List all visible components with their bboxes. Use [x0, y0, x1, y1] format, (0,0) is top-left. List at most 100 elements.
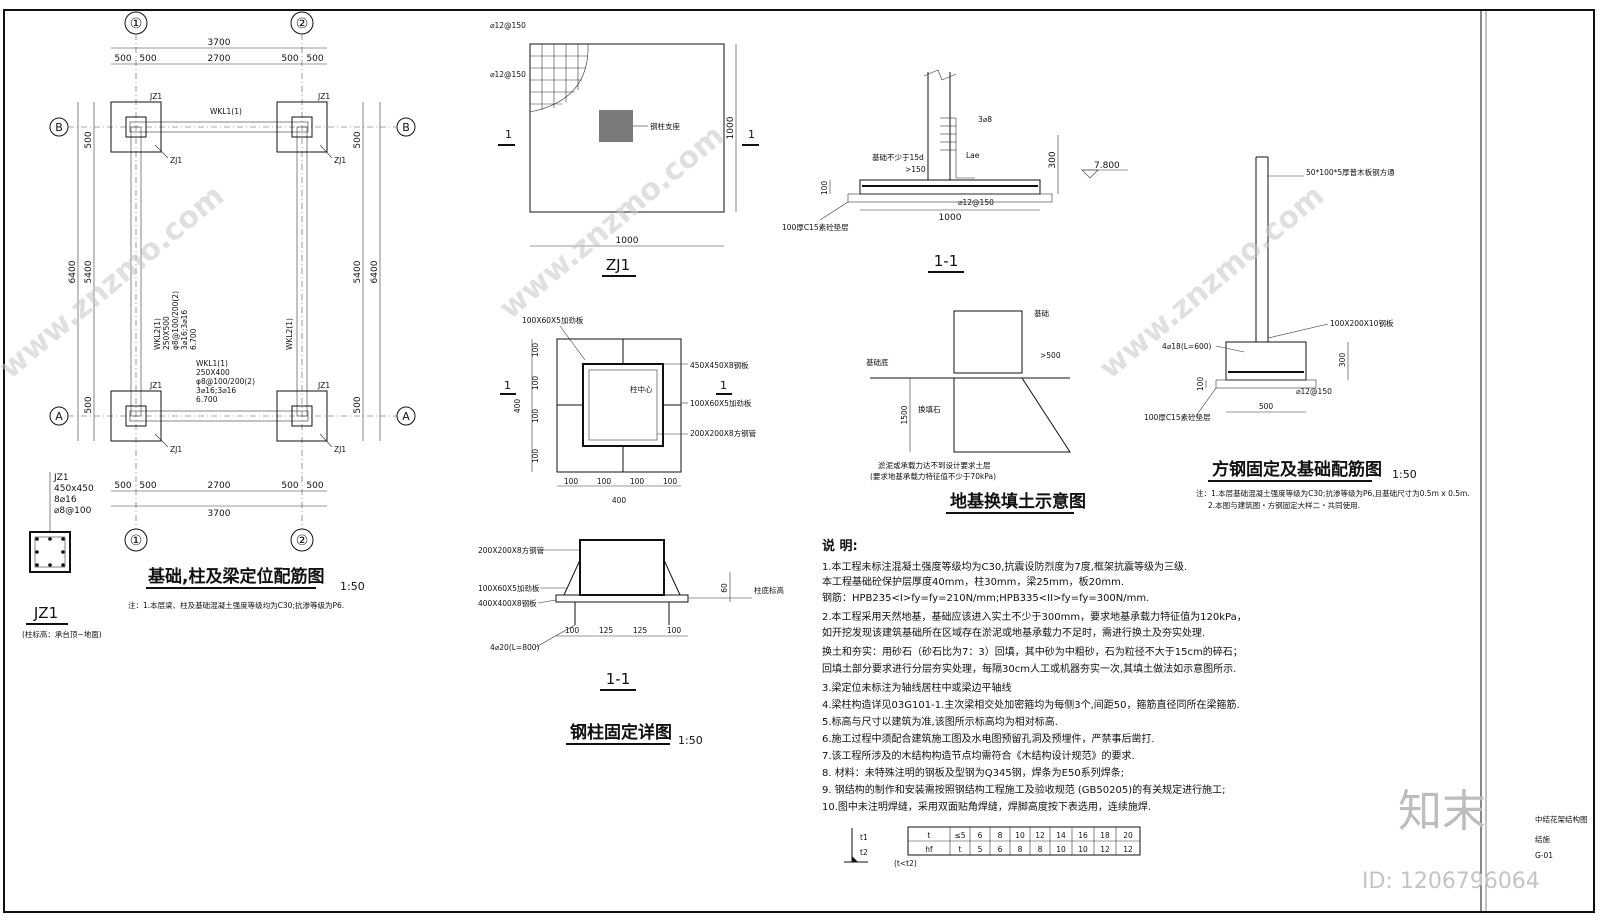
- column-stirrups: [940, 117, 975, 179]
- weld-cell-r2-c5: 8: [1038, 845, 1043, 854]
- steel-title: 钢柱固定详图: [570, 722, 672, 743]
- axis-label-1-bottom: ①: [130, 533, 143, 549]
- square-label-plate: 100X200X10钢板: [1330, 318, 1394, 328]
- jz1-bar-5: [61, 550, 65, 554]
- square-tube-inner: [588, 369, 658, 441]
- weld-cell-r1-c0: t: [928, 831, 931, 840]
- steel-column-section: 200X200X8方钢管 100X60X5加劲板 400X400X8钢板 柱底标…: [478, 539, 784, 747]
- steel-leader-bolts: [535, 624, 576, 648]
- notes-line-7: 回填土部分要求进行分层夯实处理，每隔30cm人工或机器夯实一次,其填土做法如示意…: [822, 662, 1236, 675]
- jz1-section: JZ1 450x450 8⌀16 ⌀8@100 JZ1 (柱标高：承台顶~地面): [22, 472, 102, 639]
- jz1-bar-6: [35, 563, 39, 567]
- notes-heading: 说 明:: [822, 538, 858, 554]
- weld-table: t1 t2 (t<t2) t ≤5 6 8 10 12 14 16 18 20 …: [844, 826, 1141, 868]
- beam-note-wkl2: WKL2(1) 250X500 φ8@100/200(2) 3⌀16;3⌀16 …: [153, 291, 198, 350]
- soil-title: 地基换填土示意图: [950, 491, 1086, 512]
- soil-note-1: 淤泥或承载力达不到设计要求土层: [878, 460, 991, 470]
- notes-line-1: 1.本工程未标注混凝土强度等级均为C30,抗震设防烈度为7度,框架抗震等级为三级…: [822, 560, 1187, 573]
- steel-dim-h-3: 125: [633, 626, 648, 635]
- footing-a1: [110, 390, 162, 442]
- plate-dim-v-2: 100: [531, 376, 540, 391]
- soil-label-500: >500: [1040, 351, 1061, 360]
- square-dim-500: 500: [1259, 402, 1274, 411]
- weld-cell-r2-c0: hf: [925, 845, 933, 854]
- footing-a2: [276, 390, 328, 442]
- beam-note-wkl1-line-4: 3⌀16;3⌀16: [196, 386, 236, 395]
- steel-base-plate-plan: 100X60X5加劲板 450X450X8钢板 100X60X5加劲板 200X…: [500, 315, 757, 505]
- zj1-support-label: 钢柱支座: [650, 121, 680, 131]
- beam-b: [129, 121, 309, 133]
- jz1-bar-7: [48, 563, 52, 567]
- label-zj1-a1: ZJ1: [170, 445, 182, 454]
- label-jz1-b1: JZ1: [149, 92, 162, 101]
- watermark-3: www.znzmo.com: [1093, 178, 1331, 386]
- beam-note-wkl1: WKL1(1) 250X400 φ8@100/200(2) 3⌀16;3⌀16 …: [196, 359, 255, 404]
- dim-bottom-500-c: 500: [281, 481, 298, 491]
- weld-cell-r1-c3: 8: [998, 831, 1003, 840]
- weld-sketch-fillet: [852, 856, 858, 862]
- notes-line-8: 3.梁定位未标注为轴线居柱中或梁边平轴线: [822, 681, 1012, 694]
- jz1-bar-1: [35, 537, 39, 541]
- dim-right-500-bottom: 500: [353, 396, 363, 413]
- notes-line-14: 9. 钢结构的制作和安装需按照钢结构工程施工及验收规范 (GB50205)的有关…: [822, 783, 1226, 796]
- weld-cell-r2-c6: 10: [1056, 845, 1066, 854]
- stiffener-elevation-left: [563, 559, 581, 596]
- footing-b1: [110, 101, 162, 153]
- column-b2: [291, 116, 313, 138]
- weld-cell-r2-c7: 10: [1078, 845, 1088, 854]
- column-a1: [125, 405, 147, 427]
- square-note-1: 注：1.本层基础混凝土强度等级为C30;抗渗等级为P6,且基础尺寸为0.5m x…: [1196, 488, 1470, 498]
- foundation-section-1-1: 3⌀8 基础不少于15d >150 Lae ⌀12@150 100厚C15素砼垫…: [782, 69, 1128, 273]
- beam-axis-2: [296, 126, 308, 417]
- square-dim-300: 300: [1338, 353, 1347, 368]
- square-leader-plate: [1267, 323, 1329, 339]
- plate-dim-h-total: 400: [612, 496, 627, 505]
- dim-bottom-500-a: 500: [114, 481, 131, 491]
- sec11-label-150: >150: [905, 165, 926, 174]
- zj1-caption: ZJ1: [606, 256, 630, 274]
- weld-cell-r2-c9: 12: [1123, 845, 1133, 854]
- lean-concrete-layer: [847, 193, 1053, 203]
- sec11-elevation: 7.800: [1094, 161, 1120, 171]
- label-jz1-a1: JZ1: [149, 381, 162, 390]
- plate-label-center: 柱中心: [630, 384, 653, 394]
- beam-note-wkl1-line-3: φ8@100/200(2): [196, 377, 255, 386]
- axis-label-2-top: ②: [296, 16, 309, 32]
- axis-label-2-bottom: ②: [296, 533, 309, 549]
- sheet-border: [3, 9, 1595, 913]
- plate-dim-h-2: 100: [597, 477, 612, 486]
- dim-left-6400: 6400: [68, 260, 78, 283]
- square-leader-bolts: [1215, 345, 1245, 353]
- plate-label-baseplate: 450X450X8钢板: [690, 360, 749, 370]
- sec11-leader-cushion: [819, 201, 849, 221]
- beam-note-wkl2-line-5: 6.700: [189, 328, 198, 350]
- notes-line-13: 8. 材料：未特殊注明的钢板及型钢为Q345钢，焊条为E50系列焊条;: [822, 766, 1124, 779]
- watermark-1: www.znzmo.com: [0, 178, 231, 386]
- sec11-label-rebar: ⌀12@150: [958, 198, 994, 207]
- jz1-caption: JZ1: [33, 604, 58, 622]
- soil-fill-region: [953, 377, 1071, 453]
- beam-axis-1: [130, 126, 142, 417]
- zj1-section-mark-left: 1: [505, 128, 512, 141]
- title-block-number: G-01: [1535, 851, 1553, 860]
- dim-left-5400: 5400: [84, 260, 94, 283]
- steel-label-bolts: 4⌀20(L=800): [490, 643, 540, 652]
- sec11-label-anchor: 基础不少于15d: [872, 152, 924, 162]
- zj1-rebar-break-arc: [529, 43, 589, 113]
- beam-note-wkl2-line-2: 250X500: [162, 316, 171, 350]
- weld-cell-r1-c4: 10: [1015, 831, 1025, 840]
- square-tube-outer: [582, 363, 664, 447]
- dim-left-500-bottom: 500: [84, 396, 94, 413]
- plate-label-stiffener-right: 100X60X5加劲板: [690, 398, 752, 408]
- jz1-outline: [29, 531, 71, 573]
- beam-note-wkl2-line-4: 3⌀16;3⌀16: [180, 310, 189, 350]
- weld-cell-r1-c6: 14: [1056, 831, 1066, 840]
- soil-note-2: (要求地基承载力特征值不少于70kPa): [870, 471, 996, 481]
- zj1-rebar-label-2: ⌀12@150: [490, 70, 526, 79]
- dim-bottom-500-d: 500: [306, 481, 323, 491]
- square-label-tube: 50*100*5厚普木板钢方通: [1306, 167, 1395, 177]
- square-steel-foundation: 50*100*5厚普木板钢方通 100X200X10钢板 4⌀18(L=600)…: [1144, 156, 1470, 510]
- label-wkl1-top: WKL1(1): [210, 107, 242, 116]
- beam-note-wkl1-line-2: 250X400: [196, 368, 230, 377]
- soil-label-base: 基础底: [866, 357, 889, 367]
